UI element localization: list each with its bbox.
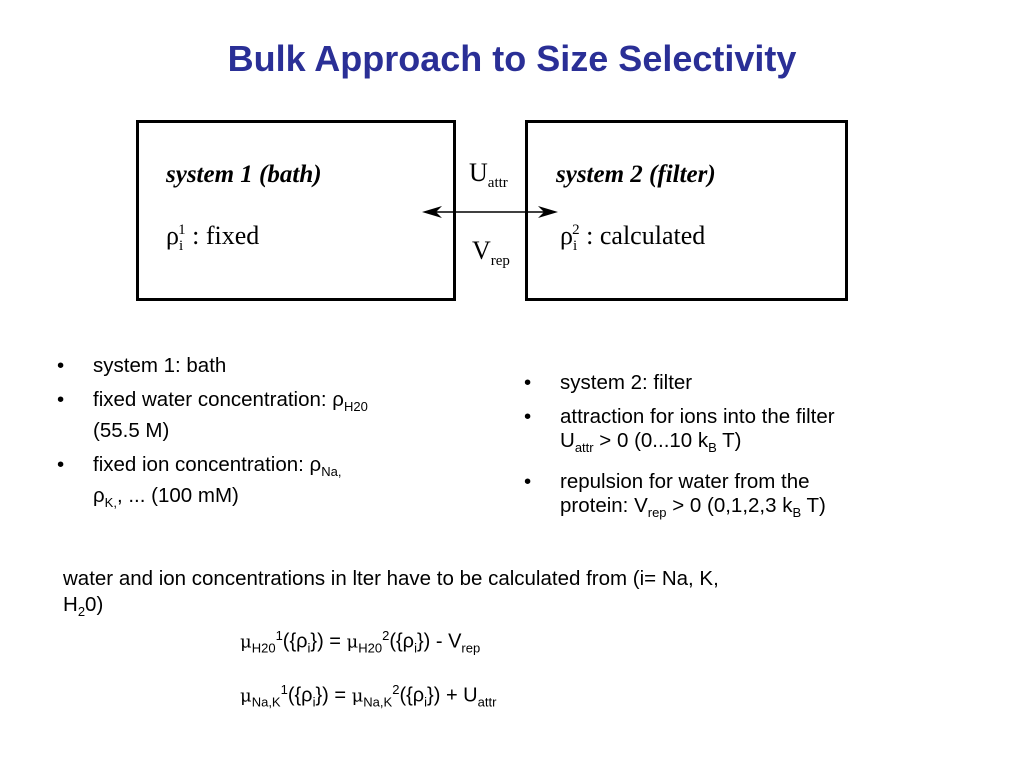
concentration-paragraph: water and ion concentrations in lter hav… <box>63 567 719 620</box>
double-arrow-icon <box>422 206 558 218</box>
system2-box: system 2 (filter) ρi2 : calculated <box>525 120 848 301</box>
system1-title: system 1 (bath) <box>166 161 322 188</box>
left-bullet-list: •system 1: bath •fixed water concentrati… <box>55 354 475 525</box>
right-bullet-list: •system 2: filter •attraction for ions i… <box>522 371 962 535</box>
slide-title: Bulk Approach to Size Selectivity <box>227 38 797 79</box>
system1-density: ρi1 : fixed <box>166 221 260 255</box>
v-rep-label: Vrep <box>472 236 510 270</box>
system2-density: ρi2 : calculated <box>560 221 706 255</box>
list-item: •system 1: bath <box>57 354 227 377</box>
equation-ions: μNa,K1({ρi}) = μNa,K2({ρi}) + Uattr <box>240 682 497 710</box>
equation-water: μH201({ρi}) = μH202({ρi}) - Vrep <box>240 628 481 656</box>
system1-box: system 1 (bath) ρi1 : fixed <box>136 120 456 301</box>
list-item: •fixed ion concentration: ρNa,ρK,, ... (… <box>57 453 342 511</box>
system2-title: system 2 (filter) <box>556 161 716 188</box>
list-item: •fixed water concentration: ρH20(55.5 M) <box>57 388 368 443</box>
list-item: •system 2: filter <box>524 371 693 394</box>
u-attr-label: Uattr <box>469 158 508 192</box>
